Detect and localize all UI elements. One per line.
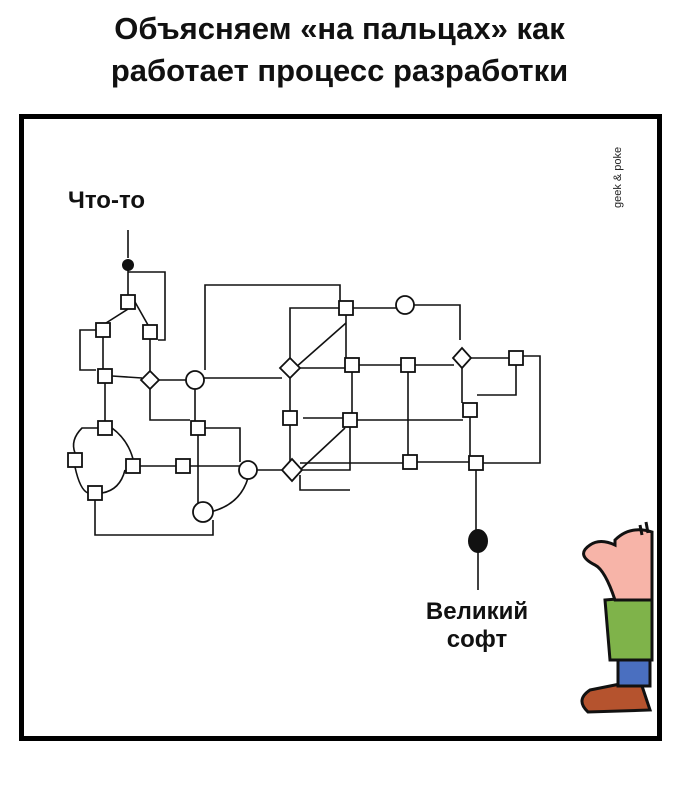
page-title: Объясняем «на пальцах» как работает проц…	[0, 8, 679, 92]
start-label: Что-то	[68, 187, 146, 214]
title-line-2: работает процесс разработки	[110, 53, 569, 88]
end-label: Великий софт	[412, 598, 542, 654]
comic-panel	[19, 114, 662, 741]
title-line-1: Объясняем «на пальцах» как	[114, 11, 565, 46]
peeking-man-illustration	[580, 521, 654, 714]
end-label-line-1: Великий	[425, 598, 529, 625]
end-label-line-2: софт	[446, 626, 508, 653]
flowchart-edges	[72, 230, 541, 590]
flowchart-nodes	[67, 294, 524, 523]
end-node	[468, 529, 488, 553]
start-node	[122, 259, 134, 271]
